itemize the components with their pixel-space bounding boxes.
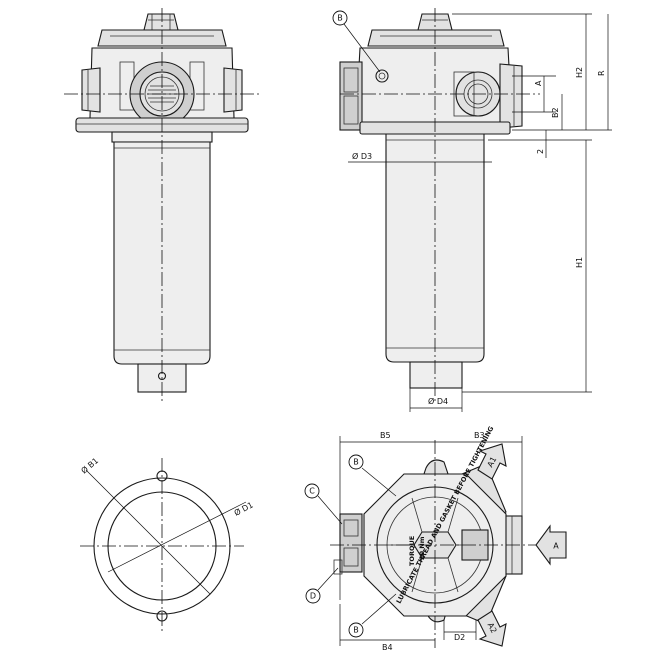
dim-d2: D2 (454, 633, 465, 642)
side-view (339, 8, 540, 404)
dim-d1: Ø D1 (232, 500, 254, 518)
dim-b5: B5 (380, 431, 391, 440)
dim-b1: Ø B1 (79, 455, 100, 475)
arrow-a2 (477, 610, 507, 647)
arrow-a-label: A (553, 542, 559, 551)
dim-d3: Ø D3 (352, 151, 372, 161)
callout-b-top-label: B (353, 458, 359, 467)
cover-torque-label: TORQUE (408, 536, 416, 566)
dim-d4: Ø D4 (428, 396, 448, 406)
arrow-a (535, 524, 567, 566)
callout-b-side (332, 10, 381, 73)
callout-c (304, 483, 343, 525)
dim-b4: B4 (382, 643, 393, 652)
callout-d (305, 567, 339, 604)
callout-c-label: C (309, 487, 315, 496)
dim-b2: B2 (551, 107, 560, 118)
dim-two: 2 (536, 149, 545, 154)
front-view (64, 8, 262, 404)
top-view (330, 440, 540, 648)
arrow-a1-label: A1 (486, 455, 499, 469)
cover-torque-value: 20 Nm (418, 536, 426, 560)
callout-b-side-label: B (337, 14, 343, 23)
arrow-a1 (477, 443, 507, 480)
callout-b-bottom (348, 593, 397, 638)
callout-b-bottom-label: B (353, 626, 359, 635)
side-view-dimensions (348, 13, 612, 412)
top-view-dimensions (339, 436, 523, 646)
arrow-a2-label: A2 (486, 621, 499, 635)
dim-h2: H2 (575, 67, 584, 78)
flange-view (80, 458, 247, 634)
dim-h1: H1 (575, 257, 584, 268)
dim-a: A (534, 80, 543, 86)
dim-r: R (597, 70, 606, 76)
callout-b-top (348, 454, 397, 497)
dim-b3: B3 (474, 431, 485, 440)
callout-d-label: D (310, 592, 316, 601)
